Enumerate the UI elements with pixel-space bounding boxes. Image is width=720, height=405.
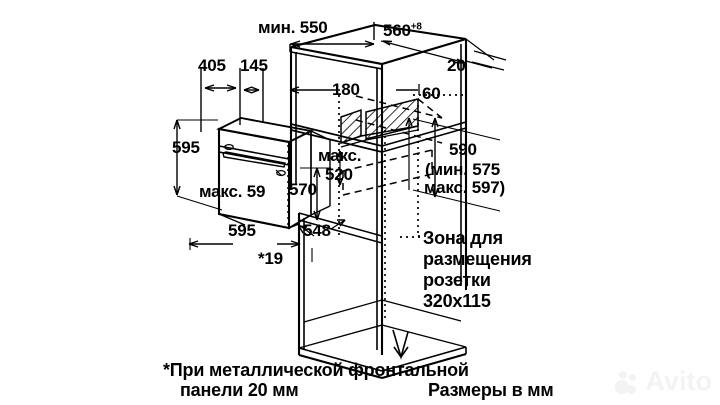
- dim-tolerance-plus8: +8: [410, 21, 422, 33]
- dim-label-offset-20: 20: [447, 56, 466, 75]
- dim-label-oven-depth-548: 548: [303, 221, 331, 240]
- dim-value-560: 560: [383, 21, 411, 40]
- dim-label-offset-60: 60: [422, 84, 441, 103]
- dim-label-oven-width-595: 595: [228, 221, 256, 240]
- footnote-line1: *При металлической фронтальной: [163, 360, 469, 380]
- units-note: Размеры в мм: [428, 380, 554, 400]
- construction-lines: [287, 94, 466, 320]
- dim-label-niche-width: 560+8: [383, 21, 422, 40]
- dimension-lines: [173, 22, 507, 360]
- dim-label-left-405: 405: [198, 56, 226, 75]
- dim-label-inner-570: 570: [289, 180, 317, 199]
- footnote-line2: панели 20 мм: [180, 380, 299, 400]
- socket-note-line2: размещения: [423, 249, 532, 269]
- dim-label-oven-height-595: 595: [172, 138, 200, 157]
- socket-note-line4: 320х115: [423, 291, 491, 311]
- dim-label-offset-180: 180: [332, 80, 360, 99]
- dim-label-niche-height-590: 590: [449, 140, 477, 159]
- dim-label-left-145: 145: [240, 56, 268, 75]
- dim-label-front-panel-19: *19: [258, 249, 283, 268]
- dim-label-max-520-qualifier: макс.: [318, 146, 362, 165]
- dim-label-niche-height-min: (мин. 575: [425, 160, 500, 179]
- socket-note-line3: розетки: [423, 270, 491, 290]
- cabinet-lower-carcass: [297, 212, 467, 380]
- socket-note-line1: Зона для: [423, 228, 503, 248]
- dim-label-max-520-value: 520: [325, 165, 353, 184]
- dim-label-niche-depth-min: мин. 550: [258, 18, 328, 37]
- dim-label-oven-depth-max-59: макс. 59: [199, 182, 266, 201]
- dim-label-niche-height-max: макс. 597): [424, 178, 506, 197]
